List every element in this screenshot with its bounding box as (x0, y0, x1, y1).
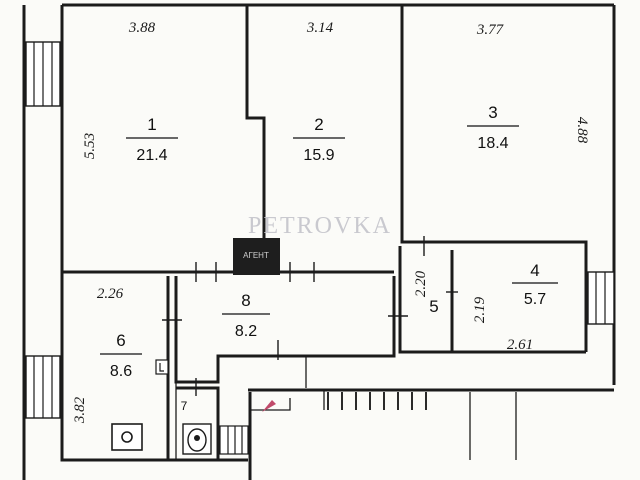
room-number: 7 (181, 399, 188, 413)
dimension-label: 2.20 (413, 270, 429, 297)
sink-icon (111, 423, 143, 451)
agent-badge-label: АГЕНТ (243, 251, 269, 260)
stair-grille-bottom (219, 425, 249, 455)
dimension-label: 3.88 (128, 20, 156, 36)
dimension-label: 2.19 (472, 296, 488, 323)
dimension-label: 2.61 (507, 337, 533, 353)
dimension-label: 3.82 (72, 396, 88, 424)
stair-grille (250, 390, 517, 460)
room-area: 21.4 (136, 147, 167, 164)
room-number: 2 (314, 115, 323, 134)
dimension-label: 3.77 (476, 22, 505, 38)
room-area: 15.9 (303, 147, 334, 164)
room-number: 6 (116, 331, 125, 350)
room-number: 4 (530, 261, 539, 280)
dimension-label: 4.88 (574, 117, 590, 144)
toilet-icon (182, 423, 212, 455)
meter-icon (155, 359, 169, 375)
room-area: 8.2 (235, 323, 257, 340)
dimension-label: 5.53 (82, 133, 98, 159)
window-left-bottom (25, 355, 61, 419)
window-left-top (25, 41, 61, 107)
door-ticks (162, 236, 458, 396)
window-right (587, 271, 615, 325)
room-area: 18.4 (477, 135, 508, 152)
room-number: 5 (429, 297, 438, 316)
room-number: 1 (147, 115, 156, 134)
room-area: 5.7 (524, 291, 546, 308)
dimension-label: 3.14 (306, 20, 334, 36)
watermark: PETROVKA (248, 213, 392, 239)
room-number: 3 (488, 103, 497, 122)
outer-walls (22, 3, 616, 480)
room-number: 8 (241, 291, 250, 310)
agent-badge (233, 238, 280, 275)
room-area: 8.6 (110, 363, 132, 380)
marker-icon (262, 400, 276, 412)
dimension-label: 2.26 (97, 286, 124, 302)
